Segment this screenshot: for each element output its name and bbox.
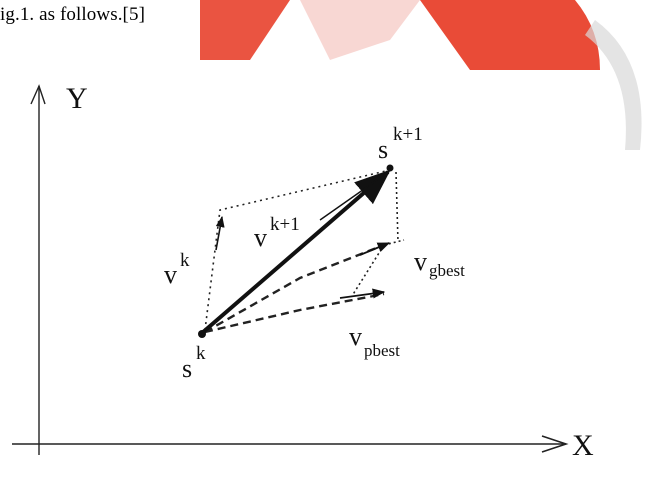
label-v-k-base: v: [164, 260, 177, 289]
watermark-shape-center: [300, 0, 420, 60]
gbest-top-dotted: [383, 239, 405, 246]
gbest-dashed: [204, 243, 385, 334]
label-v-pbest-base: v: [349, 322, 362, 351]
gbest-to-pbest-dotted: [351, 244, 385, 297]
watermark-shape-left: [200, 0, 290, 60]
point-s-k1: [386, 164, 394, 172]
label-v-k-sup: k: [180, 250, 190, 271]
v-k1-shadow: [319, 179, 378, 221]
y-axis-arrowhead: [30, 84, 46, 105]
watermark-shape-right: [420, 0, 600, 70]
label-s-k-sup: k: [196, 343, 206, 364]
v-pbest-arrow: [339, 288, 386, 299]
label-v-gbest-sub: gbest: [429, 261, 465, 280]
x-axis-label: X: [572, 429, 594, 462]
v-k-arrow: [215, 215, 225, 251]
label-s-k1-sup: k+1: [393, 124, 423, 145]
label-s-k1-base: s: [378, 135, 388, 164]
label-v-pbest-sub: pbest: [364, 341, 400, 360]
v-k-parallelogram: [204, 169, 391, 331]
label-v-gbest-base: v: [414, 247, 427, 276]
x-axis-arrowhead: [541, 435, 569, 453]
y-axis-label: Y: [66, 82, 88, 115]
label-v-k1-base: v: [254, 223, 267, 252]
figure-caption: ig.1. as follows.[5]: [0, 4, 146, 25]
label-s-k-base: s: [182, 354, 192, 383]
point-s-k: [198, 330, 206, 338]
v-k1-resultant-arrow: [200, 169, 391, 335]
label-v-k1-sup: k+1: [270, 214, 300, 235]
v-gbest-arrow: [359, 242, 391, 256]
pbest-dashed: [204, 292, 385, 334]
gbest-vertical-dotted: [395, 171, 399, 243]
watermark-arc-right: [585, 20, 642, 150]
